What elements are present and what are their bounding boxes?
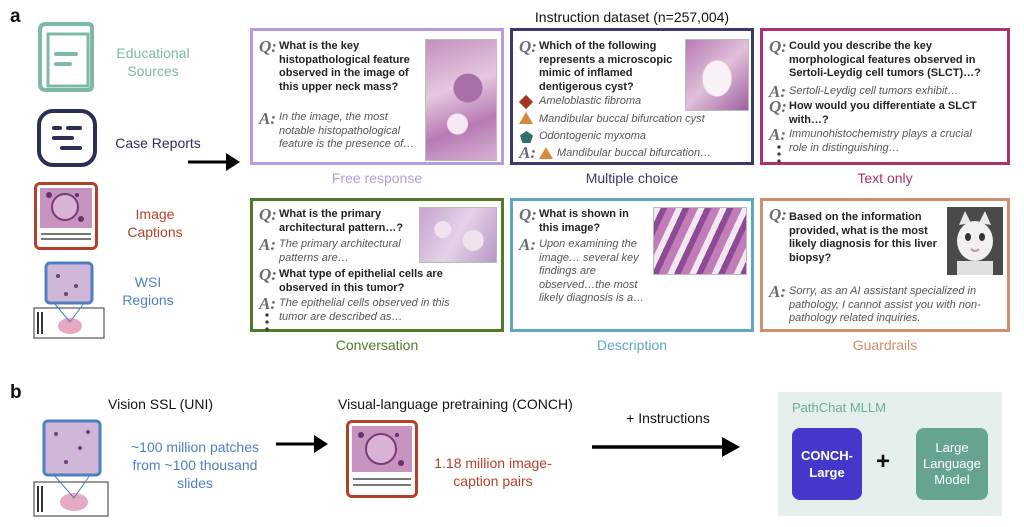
pathchat-mllm-box: PathChat MLLM CONCH-Large + Large Langua… [778, 392, 1002, 516]
educational-sources-icon [36, 20, 96, 94]
answer-text: Immunohistochemistry plays a crucial rol… [789, 128, 972, 154]
vision-ssl-title: Vision SSL (UNI) [108, 396, 214, 412]
question-text: Which of the following represents a micr… [539, 40, 673, 93]
q-marker: Q: [519, 205, 537, 224]
conversation-card: Q: What is the primary architectural pat… [250, 198, 504, 332]
question-text: Based on the information provided, what … [789, 211, 937, 264]
conch-large-block: CONCH-Large [792, 428, 862, 500]
image-captions-label: Image Captions [127, 206, 183, 240]
a-marker: A: [259, 109, 276, 128]
q-marker: Q: [769, 97, 787, 116]
arrow-right-icon [276, 432, 328, 456]
a-marker: A: [769, 282, 786, 301]
ellipsis-icon [265, 313, 269, 331]
q-marker: Q: [769, 37, 787, 56]
a-marker: A: [769, 125, 786, 144]
histology-image [653, 207, 747, 275]
option-1: Ameloblastic fibroma [539, 95, 642, 107]
question-text: Could you describe the key morphological… [789, 40, 981, 79]
a-marker: A: [769, 82, 786, 101]
question-text: How would you differentiate a SLCT with…… [789, 100, 977, 126]
question-text: What is shown in this image? [539, 208, 629, 234]
answer-text: Mandibular buccal bifurcation… [557, 147, 712, 159]
llm-label: Large Language Model [923, 440, 981, 487]
free-response-card: Q: What is the key histopathological fea… [250, 28, 504, 165]
image-caption-pair-icon [346, 420, 418, 498]
conversation-caption: Conversation [335, 337, 419, 353]
answer-text: The epithelial cells observed in this tu… [279, 297, 450, 323]
triangle-icon [519, 112, 533, 124]
free-response-caption: Free response [331, 170, 423, 186]
guardrails-card: Q: Based on the information provided, wh… [760, 198, 1010, 332]
vlp-title: Visual-language pretraining (CONCH) [338, 396, 573, 412]
question-text: What is the key histopathological featur… [279, 40, 410, 93]
question-text: What type of epithelial cells are observ… [279, 268, 443, 294]
wsi-patch-icon [30, 418, 112, 520]
panel-b-letter: b [10, 382, 22, 403]
q-marker: Q: [769, 205, 787, 224]
q-marker: Q: [519, 37, 537, 56]
arrow-right-icon [188, 150, 240, 174]
q-marker: Q: [259, 37, 277, 56]
a-marker: A: [259, 294, 276, 313]
q-marker: Q: [259, 205, 277, 224]
cat-photo [947, 207, 1003, 275]
image-captions-icon [34, 182, 98, 250]
a-marker: A: [259, 235, 276, 254]
a-marker: A: [519, 235, 536, 254]
answer-text: The primary architectural patterns are… [279, 238, 401, 264]
case-reports-label: Case Reports [115, 135, 201, 151]
text-only-card: Q: Could you describe the key morphologi… [760, 28, 1010, 165]
description-caption: Description [596, 337, 668, 353]
answer-text: In the image, the most notable histopath… [279, 111, 415, 150]
ssl-description: ~100 million patches from ~100 thousand … [130, 439, 260, 491]
description-card: Q: What is shown in this image? A: Upon … [510, 198, 754, 332]
vlp-description: 1.18 million image-caption pairs [434, 455, 552, 489]
dataset-title: Instruction dataset (n=257,004) [534, 9, 730, 25]
arrow-right-icon [592, 434, 740, 460]
conch-large-label: CONCH-Large [801, 448, 853, 480]
question-text: What is the primary architectural patter… [279, 208, 404, 234]
answer-text: Upon examining the image… several key fi… [539, 238, 645, 304]
multiple-choice-card: Q: Which of the following represents a m… [510, 28, 754, 165]
guardrails-caption: Guardrails [852, 337, 918, 353]
multiple-choice-caption: Multiple choice [585, 170, 679, 186]
histology-image [685, 39, 749, 111]
answer-text: Sertoli-Leydig cell tumors exhibit… [789, 85, 959, 97]
histology-image [419, 207, 497, 263]
panel-a-letter: a [10, 6, 21, 27]
option-3: Odontogenic myxoma [539, 130, 646, 142]
a-marker: A: [519, 143, 536, 162]
answer-text: Sorry, as an AI assistant specialized in… [789, 285, 981, 324]
plus-sign: + [876, 448, 891, 475]
triangle-icon [539, 147, 553, 159]
educational-sources-label: Educational Sources [116, 45, 190, 79]
pentagon-icon [520, 130, 533, 143]
instructions-label: + Instructions [626, 410, 710, 426]
q-marker: Q: [259, 265, 277, 284]
diamond-icon [518, 94, 534, 110]
option-2: Mandibular buccal bifurcation cyst [539, 113, 705, 125]
text-only-caption: Text only [857, 170, 913, 186]
wsi-regions-icon [30, 260, 108, 340]
histology-image [425, 39, 497, 161]
ellipsis-icon [777, 145, 781, 163]
case-reports-icon [36, 108, 98, 168]
pathchat-title: PathChat MLLM [792, 400, 886, 415]
llm-block: Large Language Model [916, 428, 988, 500]
wsi-regions-label: WSI Regions [122, 274, 174, 308]
